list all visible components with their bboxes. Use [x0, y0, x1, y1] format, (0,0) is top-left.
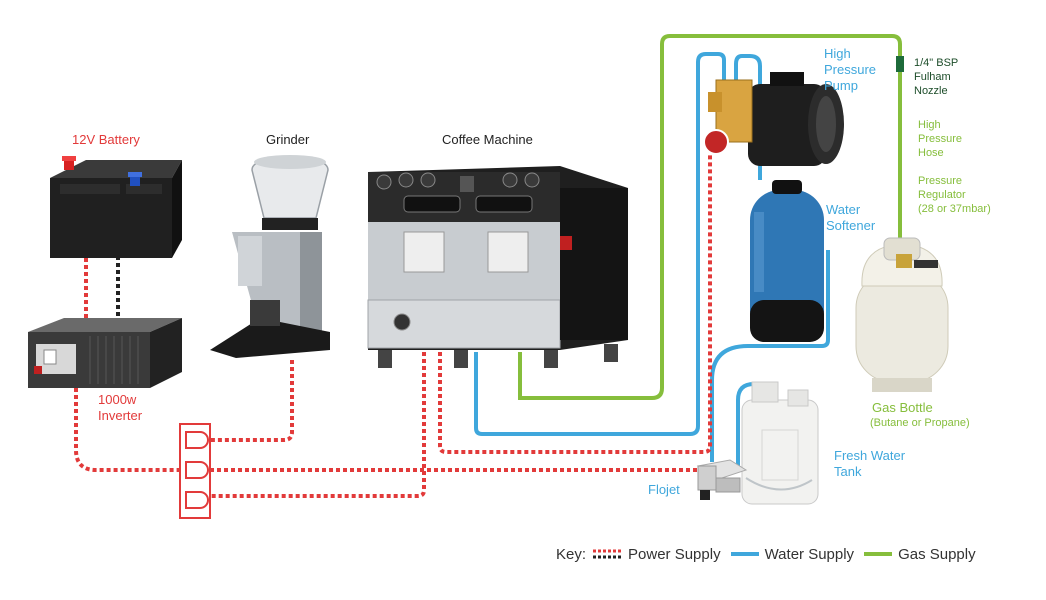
water-line-machine — [474, 52, 726, 436]
gas-bottle-label: Gas Bottle — [872, 400, 933, 415]
inverter-image — [28, 318, 182, 388]
power-line-inverter-socket — [74, 388, 182, 472]
fulham-nozzle — [896, 56, 904, 72]
flojet-image — [696, 459, 748, 500]
gas-bottle-image — [855, 237, 949, 392]
legend-title: Key: — [556, 545, 587, 563]
water-line-softener-pump — [734, 54, 762, 180]
softener-label: Water Softener — [826, 202, 876, 233]
nozzle-label: 1/4" BSP Fulham Nozzle — [914, 57, 959, 97]
power-swatch-icon — [593, 549, 622, 559]
power-line-machine-socket — [210, 352, 426, 498]
gas-bottle-sublabel: (Butane or Propane) — [870, 417, 970, 429]
grinder-label: Grinder — [266, 132, 310, 147]
fresh-water-tank-image — [741, 381, 819, 505]
legend-power: Power Supply — [628, 545, 721, 563]
gas-swatch-icon — [864, 552, 893, 556]
legend-gas: Gas Supply — [898, 545, 976, 563]
battery-positive-terminal-icon — [62, 156, 76, 170]
legend-water: Water Supply — [764, 545, 855, 563]
water-softener-image — [750, 180, 824, 342]
water-line-flojet-softener — [710, 250, 830, 462]
hose-label: High Pressure Hose — [918, 119, 963, 159]
water-swatch-icon — [730, 552, 759, 556]
coffee-machine-label: Coffee Machine — [442, 132, 533, 147]
battery-label: 12V Battery — [72, 132, 140, 147]
power-line-grinder — [210, 360, 294, 442]
power-socket-strip — [179, 423, 211, 519]
pump-image — [703, 72, 844, 166]
inverter-label: 1000w Inverter — [98, 392, 143, 423]
battery-image — [50, 156, 182, 258]
gas-line — [518, 34, 902, 400]
tank-label: Fresh Water Tank — [834, 448, 906, 479]
grinder-image — [210, 155, 330, 358]
regulator-label: Pressure Regulator (28 or 37mbar) — [918, 175, 991, 215]
power-line-machine-pump — [438, 140, 712, 454]
flojet-label: Flojet — [648, 482, 680, 497]
legend: Key: Power Supply Water Supply Gas Suppl… — [556, 544, 980, 564]
battery-negative-terminal-icon — [128, 172, 142, 186]
pump-label: High Pressure Pump — [824, 46, 877, 93]
coffee-machine-image — [367, 166, 628, 368]
